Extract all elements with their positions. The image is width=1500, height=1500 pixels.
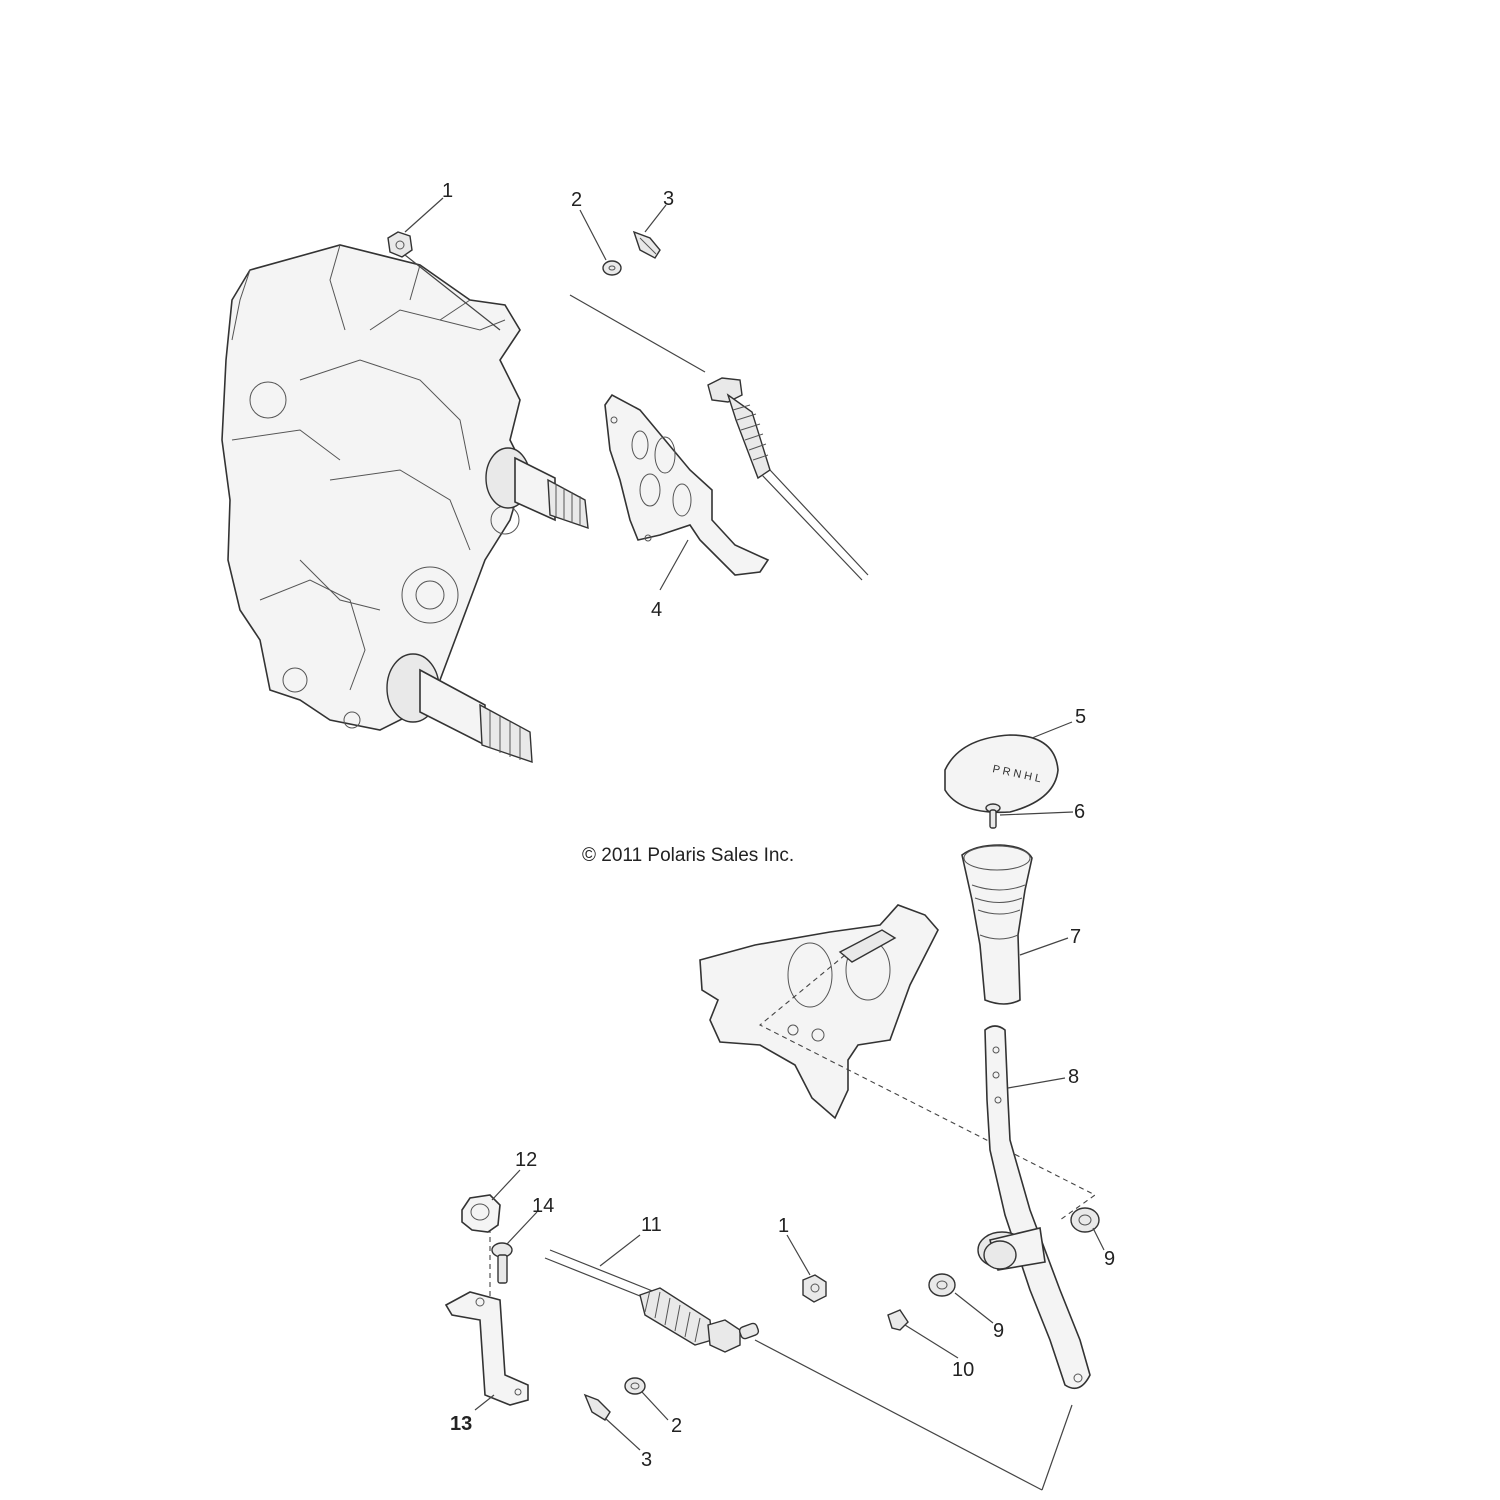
shift-cable-part-11 xyxy=(544,1249,1073,1491)
callout-8: 8 xyxy=(1068,1066,1079,1088)
leader-top-cable xyxy=(569,294,706,373)
mounting-bracket-rear xyxy=(699,904,939,1120)
lower-output-shaft xyxy=(386,653,533,764)
upper-output-shaft xyxy=(485,447,589,530)
callout-2-top: 2 xyxy=(571,189,582,211)
e-clip-part-10 xyxy=(887,1309,909,1331)
screw-part-6 xyxy=(985,803,1001,829)
clip-part-3-top xyxy=(632,230,661,259)
bushing-part-9-a xyxy=(1070,1207,1100,1233)
callout-10: 10 xyxy=(952,1359,974,1381)
callout-7: 7 xyxy=(1070,926,1081,948)
bushing-part-9-b xyxy=(928,1273,956,1297)
callout-2-bottom: 2 xyxy=(671,1415,682,1437)
callout-6: 6 xyxy=(1074,801,1085,823)
transmission-housing xyxy=(221,244,526,731)
callout-1-bottom: 1 xyxy=(778,1215,789,1237)
callout-12: 12 xyxy=(515,1149,537,1171)
callout-3-top: 3 xyxy=(663,188,674,210)
washer-part-2-bottom xyxy=(624,1377,646,1395)
shift-lever-part-8 xyxy=(977,1025,1091,1390)
washer-part-2-top xyxy=(602,260,622,276)
callout-13: 13 xyxy=(450,1413,472,1435)
bracket-part-4 xyxy=(604,393,770,576)
shift-knob-part-5: P R N H L xyxy=(944,734,1059,814)
bolt-part-14 xyxy=(491,1242,513,1284)
nut-part-1-top xyxy=(387,231,501,331)
copyright-notice: © 2011 Polaris Sales Inc. xyxy=(582,845,795,866)
callout-9-right: 9 xyxy=(1104,1248,1115,1270)
clip-part-3-bottom xyxy=(583,1393,611,1421)
bracket-part-13 xyxy=(444,1291,529,1406)
callout-5: 5 xyxy=(1075,706,1086,728)
nut-part-1-bottom xyxy=(802,1274,827,1303)
assembly-dash-line-a xyxy=(759,954,1097,1221)
callout-9-lower: 9 xyxy=(993,1320,1004,1342)
callout-11: 11 xyxy=(641,1214,662,1236)
shift-handle-part-7 xyxy=(961,844,1033,1005)
callout-leaders xyxy=(404,197,1105,1451)
callout-3-bottom: 3 xyxy=(641,1449,652,1471)
shift-cable-top xyxy=(707,377,869,581)
callout-14: 14 xyxy=(532,1195,554,1217)
cable-clamp-part-12 xyxy=(461,1194,501,1233)
callout-4: 4 xyxy=(651,599,662,621)
callout-1-top: 1 xyxy=(442,180,453,202)
